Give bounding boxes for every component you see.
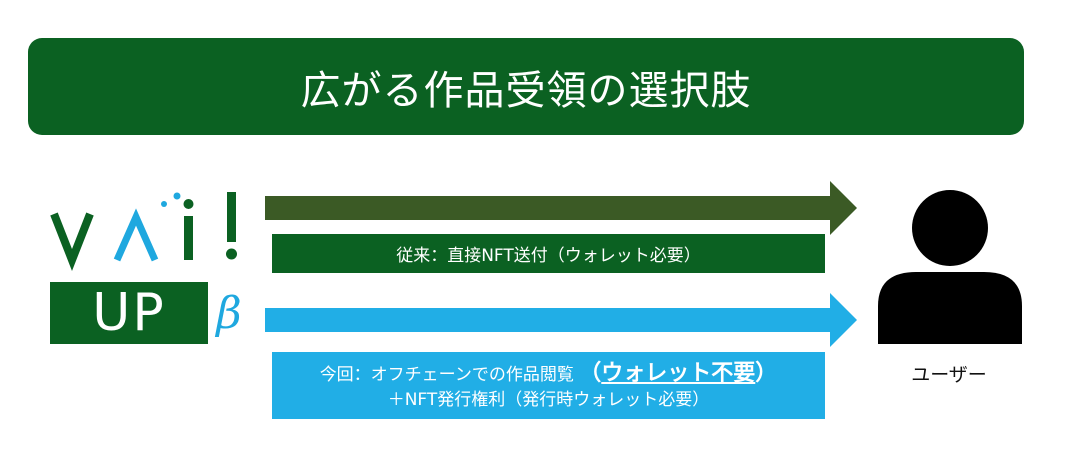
new-flow-line-2: ＋NFT発行権利（発行時ウォレット必要） — [388, 389, 710, 412]
up-badge-text: UP — [92, 283, 166, 343]
new-flow-line-1: 今回：オフチェーンでの作品閲覧 （ウォレット不要） — [320, 359, 778, 389]
old-flow-arrow — [265, 181, 857, 235]
emphasis-text: ウォレット不要 — [601, 361, 756, 387]
up-badge: UP — [50, 282, 208, 344]
old-flow-text: 従来：直接NFT送付（ウォレット必要） — [396, 246, 701, 266]
beta-badge: β — [208, 282, 248, 344]
beta-badge-text: β — [216, 287, 242, 339]
new-flow-line-2-text: ＋NFT発行権利（発行時ウォレット必要） — [387, 389, 710, 410]
wallet-not-required-emphasis: （ウォレット不要） — [579, 361, 777, 386]
old-flow-label: 従来：直接NFT送付（ウォレット必要） — [272, 234, 825, 273]
page-title: 広がる作品受領の選択肢 — [300, 67, 752, 114]
emphasis-close-paren: ） — [755, 361, 778, 387]
emphasis-open-paren: （ — [579, 361, 602, 387]
user-label: ユーザー — [911, 364, 987, 386]
new-flow-arrow — [265, 293, 857, 347]
title-banner: 広がる作品受領の選択肢 — [28, 38, 1024, 135]
vai-wordmark-logo — [50, 192, 237, 271]
new-flow-label: 今回：オフチェーンでの作品閲覧 （ウォレット不要） ＋NFT発行権利（発行時ウォ… — [272, 352, 825, 419]
new-flow-prefix: 今回：オフチェーンでの作品閲覧 — [319, 365, 580, 386]
vai-up-beta-logo: UP β — [50, 190, 248, 344]
user-icon — [878, 190, 1022, 344]
